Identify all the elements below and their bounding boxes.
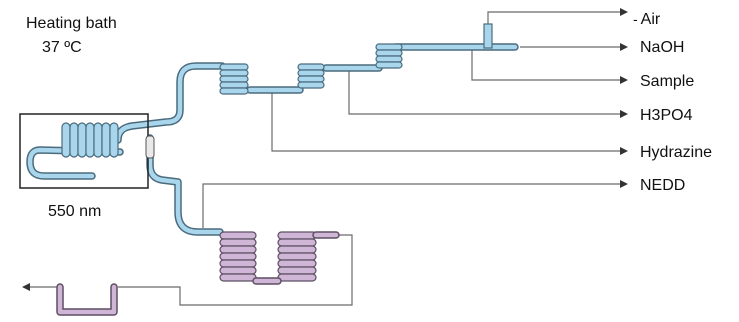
heating-bath-temperature: 37 ºC	[42, 39, 82, 56]
blue-coil-left	[219, 63, 249, 95]
air-label-text: Air	[641, 11, 661, 28]
blue-coil-mid	[297, 63, 325, 89]
detector-wavelength-label: 550 nm	[48, 203, 101, 220]
sample-label: Sample	[640, 73, 694, 90]
heating-bath	[19, 113, 149, 189]
flow-cell	[145, 135, 155, 159]
air-label: -Air	[633, 11, 661, 28]
reagent-lines	[22, 8, 628, 306]
heating-bath-label: Heating bath	[26, 15, 117, 32]
purple-coil-left	[219, 231, 257, 282]
nedd-label: NEDD	[640, 177, 685, 194]
hydrazine-label: Hydrazine	[640, 144, 712, 161]
purple-coil-right	[277, 231, 317, 282]
purple-tubing	[56, 231, 340, 316]
blue-tubing	[26, 23, 519, 236]
naoh-label: NaOH	[640, 39, 684, 56]
blue-coil-top-right	[375, 43, 403, 69]
h3po4-label: H3PO4	[640, 107, 693, 124]
